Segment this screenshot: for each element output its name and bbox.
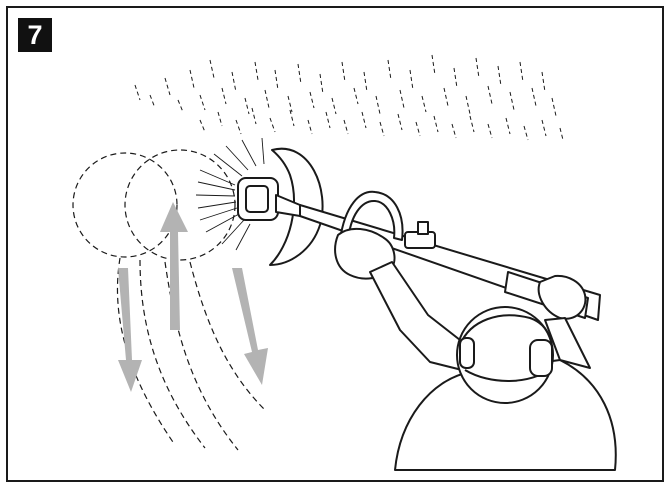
swing-path: [73, 150, 265, 450]
sweep-arrow-icon: [118, 202, 268, 392]
grass-debris: [135, 55, 563, 140]
